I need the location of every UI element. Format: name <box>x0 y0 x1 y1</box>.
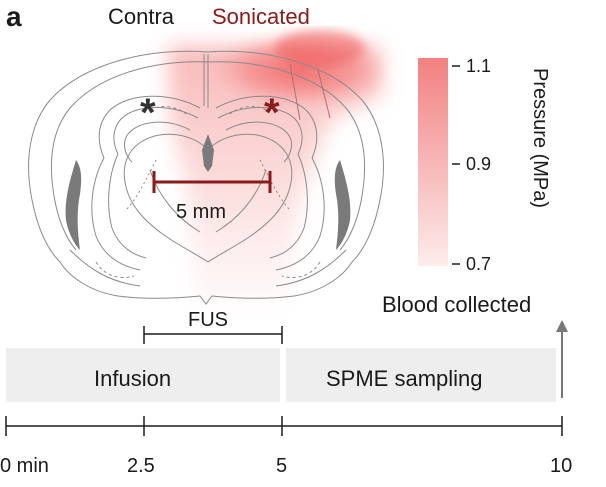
contra-marker: * <box>140 91 156 135</box>
colorbar-tick-1-1: 1.1 <box>466 56 491 76</box>
time-tick-0: 0 min <box>0 455 49 477</box>
pressure-heatmap <box>168 30 390 300</box>
time-tick-5: 5 <box>276 455 287 477</box>
sonicated-label: Sonicated <box>212 4 310 29</box>
contra-label: Contra <box>108 4 175 29</box>
panel-letter: a <box>6 1 22 32</box>
colorbar <box>418 58 448 266</box>
time-tick-10: 10 <box>550 455 572 477</box>
blood-collected-label: Blood collected <box>382 292 531 317</box>
fus-bracket <box>143 326 283 344</box>
brain-section <box>28 50 384 305</box>
sonicated-marker: * <box>264 91 280 135</box>
colorbar-title: Pressure (MPa) <box>529 68 551 208</box>
spme-sampling-bar <box>286 348 556 402</box>
infusion-bar <box>6 348 280 402</box>
blood-collected-arrow <box>556 320 568 398</box>
infusion-label: Infusion <box>94 366 171 391</box>
colorbar-tick-0-9: 0.9 <box>466 154 491 174</box>
spme-sampling-label: SPME sampling <box>326 366 483 391</box>
time-tick-2-5: 2.5 <box>127 455 155 477</box>
colorbar-ticks <box>452 65 460 265</box>
ventricles <box>65 134 351 250</box>
time-axis <box>5 416 563 436</box>
scale-bar <box>152 171 272 193</box>
colorbar-tick-0-7: 0.7 <box>466 254 491 274</box>
scale-bar-label: 5 mm <box>176 201 226 223</box>
fus-label: FUS <box>188 309 228 331</box>
